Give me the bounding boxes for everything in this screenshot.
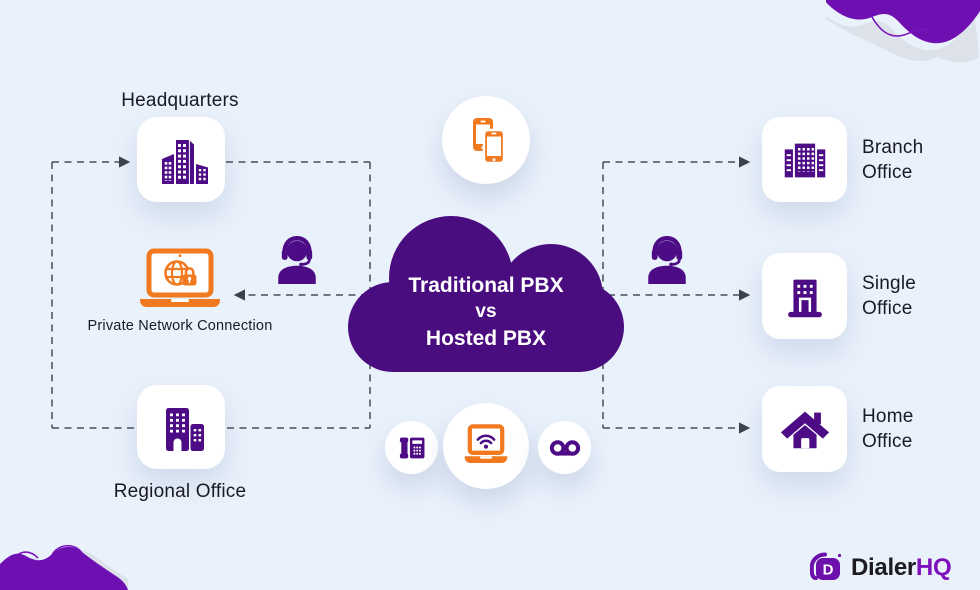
headset-agent-icon bbox=[278, 236, 316, 284]
voicemail-icon bbox=[549, 439, 580, 456]
desk-phone-icon bbox=[399, 437, 424, 458]
logo-letter: D bbox=[823, 562, 834, 579]
home-office-card bbox=[762, 386, 847, 472]
cloud-line-1: Traditional PBX bbox=[408, 274, 564, 297]
dialerhq-logo-icon: D bbox=[810, 552, 842, 580]
mobile-phones-icon bbox=[473, 118, 506, 165]
cloud-shape bbox=[348, 216, 624, 372]
wifi-laptop-circle bbox=[443, 403, 529, 489]
dialerhq-logo: D DialerHQ bbox=[810, 551, 952, 585]
cloud-line-2: vs bbox=[475, 301, 497, 322]
mobile-phones-circle bbox=[442, 96, 530, 184]
cloud-title: Traditional PBX vs Hosted PBX bbox=[348, 272, 624, 352]
private-network-label: Private Network Connection bbox=[87, 318, 273, 334]
branch-office-icon bbox=[784, 143, 825, 177]
branch-office-card bbox=[762, 117, 847, 202]
private-network-laptop bbox=[138, 247, 222, 316]
cloud-line-3: Hosted PBX bbox=[425, 327, 547, 350]
headset-agent-icon bbox=[648, 236, 686, 284]
secure-laptop-icon bbox=[140, 248, 220, 307]
single-office-card bbox=[762, 253, 847, 339]
home-office-label: Home Office bbox=[862, 406, 914, 452]
desk-phone-circle bbox=[385, 421, 438, 474]
dialerhq-wordmark: DialerHQ bbox=[851, 551, 952, 585]
bottom-left-wave-decoration bbox=[0, 544, 128, 590]
wifi-laptop-icon bbox=[464, 424, 508, 464]
single-office-label: Single Office bbox=[862, 273, 917, 319]
home-office-icon bbox=[780, 411, 829, 449]
support-agent-right bbox=[642, 228, 692, 295]
regional-office-card bbox=[137, 385, 225, 469]
city-buildings-icon bbox=[162, 139, 208, 184]
support-agent-left bbox=[272, 228, 322, 295]
top-right-wave-decoration bbox=[826, 0, 980, 62]
office-buildings-icon bbox=[166, 408, 204, 451]
regional-office-label: Regional Office bbox=[113, 481, 247, 502]
logo-text-dialer: Dialer bbox=[851, 554, 916, 581]
voicemail-circle bbox=[538, 421, 591, 474]
single-office-icon bbox=[787, 279, 822, 318]
branch-office-label: Branch Office bbox=[862, 137, 924, 183]
headquarters-label: Headquarters bbox=[121, 90, 239, 111]
pbx-cloud: Traditional PBX vs Hosted PBX bbox=[348, 212, 624, 372]
logo-text-hq: HQ bbox=[915, 554, 952, 581]
headquarters-card bbox=[137, 117, 225, 202]
